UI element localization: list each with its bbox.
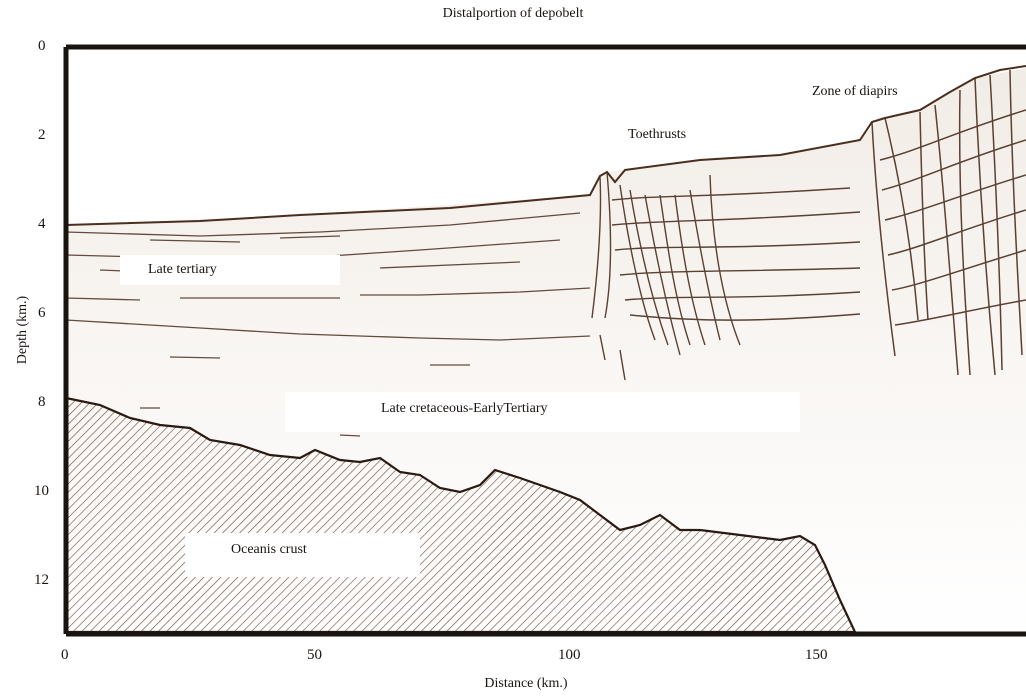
label-zone-of-diapirs: Zone of diapirs (812, 83, 898, 101)
x-tick-50: 50 (307, 647, 322, 664)
y-tick-2: 2 (38, 127, 46, 144)
y-axis-label: Depth (km.) (15, 285, 31, 375)
x-tick-150: 150 (805, 647, 828, 664)
x-axis-label: Distance (km.) (0, 676, 1026, 692)
y-tick-8: 8 (38, 394, 46, 411)
label-late-tertiary: Late tertiary (120, 255, 340, 285)
label-late-cretaceous: Late cretaceous-EarlyTertiary (285, 392, 800, 432)
y-tick-4: 4 (38, 216, 46, 233)
x-tick-100: 100 (558, 647, 581, 664)
x-tick-0: 0 (61, 647, 69, 664)
y-tick-10: 10 (34, 483, 49, 500)
y-tick-12: 12 (34, 572, 49, 589)
label-toethrusts: Toethrusts (628, 126, 686, 144)
label-oceanic-crust: Oceanis crust (185, 533, 420, 577)
y-tick-6: 6 (38, 305, 46, 322)
y-tick-0: 0 (38, 38, 46, 55)
